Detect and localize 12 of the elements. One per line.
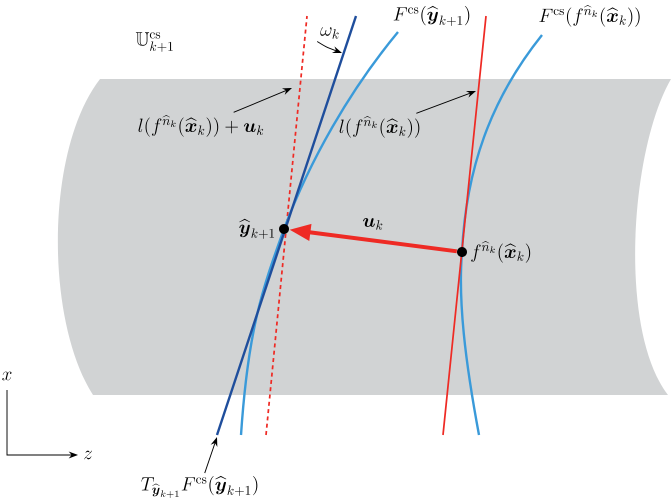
region-label: $\mathbb{U}^{\mathrm{cs}}_{k+1}$ <box>136 32 173 52</box>
formula-label: $T_{\widehat{\boldsymbol{y}}_{k+1}}F^{\mathrm{cs}}(\widehat{\boldsymbol{y}}_{k+1})$ <box>141 476 258 498</box>
edge-label: $\boldsymbol{u}_k$ <box>361 216 385 231</box>
curve-label: $F^{\mathrm{cs}}(f^{\widehat{n}_k}(\widehat{\boldsymbol{x}}_k))$ <box>539 5 640 27</box>
curve-label: $F^{\mathrm{cs}}(\widehat{\boldsymbol{y}}_{k+1})$ <box>394 6 470 26</box>
axis-label: $x$ <box>2 372 12 380</box>
point-label: $\widehat{\boldsymbol{y}}_{k+1}$ <box>239 218 274 239</box>
axis-label: $z$ <box>84 450 92 460</box>
point-label: $f^{\widehat{n}_k}(\widehat{\boldsymbol{x}}_k)$ <box>471 241 530 263</box>
formula-label: $\omega_k$ <box>320 27 339 39</box>
formula-label: $l(f^{\widehat{n}_k}(\widehat{\boldsymbol{x}}_k))$ <box>340 116 420 138</box>
formula-label: $l(f^{\widehat{n}_k}(\widehat{\boldsymbol{x}}_k))+\boldsymbol{u}_k$ <box>138 115 264 137</box>
